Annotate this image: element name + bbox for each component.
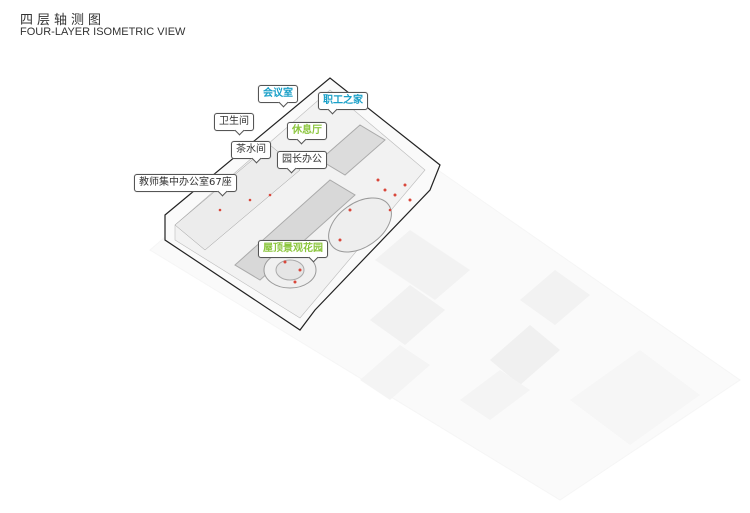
diagram-title-english: FOUR-LAYER ISOMETRIC VIEW bbox=[20, 26, 186, 38]
label-tea-room: 茶水间 bbox=[231, 141, 271, 159]
label-roof-garden: 屋顶景观花园 bbox=[258, 240, 328, 258]
label-staff-home: 职工之家 bbox=[318, 92, 368, 110]
label-director-office: 园长办公 bbox=[277, 151, 327, 169]
label-meeting-room: 会议室 bbox=[258, 85, 298, 103]
diagram-title-chinese: 四层轴测图 bbox=[20, 13, 106, 28]
label-teacher-office: 教师集中办公室67座 bbox=[134, 174, 237, 192]
label-restroom: 卫生间 bbox=[214, 113, 254, 131]
fourth-floor-plate bbox=[164, 77, 441, 331]
people-markers bbox=[218, 178, 412, 284]
label-lounge: 休息厅 bbox=[287, 122, 327, 140]
